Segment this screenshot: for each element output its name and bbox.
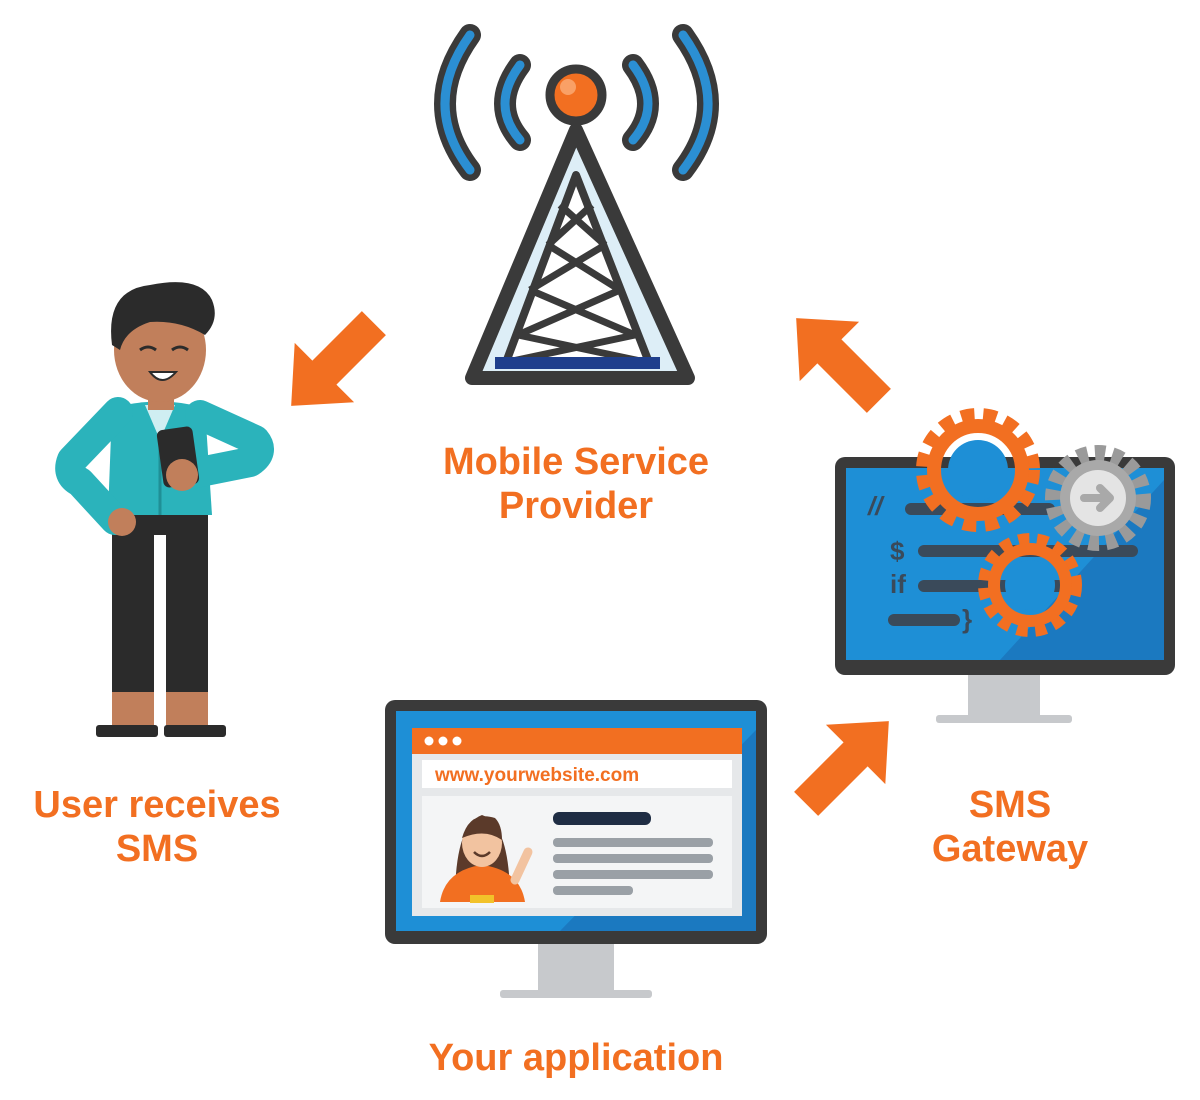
person-shoe-left bbox=[96, 725, 158, 737]
gateway-label-line2: Gateway bbox=[870, 827, 1150, 871]
gateway-label: SMS Gateway bbox=[870, 783, 1150, 871]
person-hand-right bbox=[166, 459, 198, 491]
app-monitor-stand bbox=[538, 940, 614, 990]
gateway-monitor: // $ if } bbox=[835, 420, 1175, 723]
user-label: User receives SMS bbox=[0, 783, 314, 871]
content-line-3 bbox=[553, 870, 713, 879]
code-symbol-if: if bbox=[890, 569, 906, 599]
code-line-4 bbox=[888, 614, 960, 626]
content-line-2 bbox=[553, 854, 713, 863]
arrow-gateway-to-tower bbox=[766, 288, 908, 430]
browser-dot-2 bbox=[439, 737, 448, 746]
gateway-monitor-stand bbox=[968, 672, 1040, 717]
application-label: Your application bbox=[376, 1036, 776, 1080]
gateway-monitor-foot bbox=[936, 715, 1072, 723]
code-symbol-dollar: $ bbox=[890, 536, 905, 566]
arrow-tower-to-user bbox=[261, 293, 403, 435]
tower-label: Mobile Service Provider bbox=[376, 440, 776, 528]
gear-grey-arrow-icon bbox=[1054, 454, 1142, 542]
browser-dot-1 bbox=[425, 737, 434, 746]
tower-beacon-highlight bbox=[560, 79, 576, 95]
person-hand-left bbox=[108, 508, 136, 536]
browser-dot-3 bbox=[453, 737, 462, 746]
person-leg-left bbox=[112, 520, 154, 695]
person-leg-right bbox=[166, 520, 208, 695]
application-monitor: www.yourwebsite.com bbox=[385, 700, 767, 998]
tower-label-line1: Mobile Service bbox=[376, 440, 776, 484]
user-label-line1: User receives bbox=[0, 783, 314, 827]
content-line-4 bbox=[553, 886, 633, 895]
code-symbol-brace: } bbox=[962, 604, 972, 634]
content-heading-line bbox=[553, 812, 651, 825]
person-ankle-left bbox=[112, 692, 154, 727]
tower-label-line2: Provider bbox=[376, 484, 776, 528]
browser-url: www.yourwebsite.com bbox=[434, 765, 639, 786]
tower-beacon bbox=[550, 69, 602, 121]
person-ankle-right bbox=[166, 692, 208, 727]
user-person-illustration bbox=[70, 282, 259, 737]
tower-base bbox=[495, 357, 660, 369]
cell-tower-icon bbox=[445, 35, 708, 378]
user-label-line2: SMS bbox=[0, 827, 314, 871]
person-shoe-right bbox=[164, 725, 226, 737]
content-line-1 bbox=[553, 838, 713, 847]
application-label-text: Your application bbox=[376, 1036, 776, 1080]
gateway-label-line1: SMS bbox=[870, 783, 1150, 827]
app-monitor-foot bbox=[500, 990, 652, 998]
